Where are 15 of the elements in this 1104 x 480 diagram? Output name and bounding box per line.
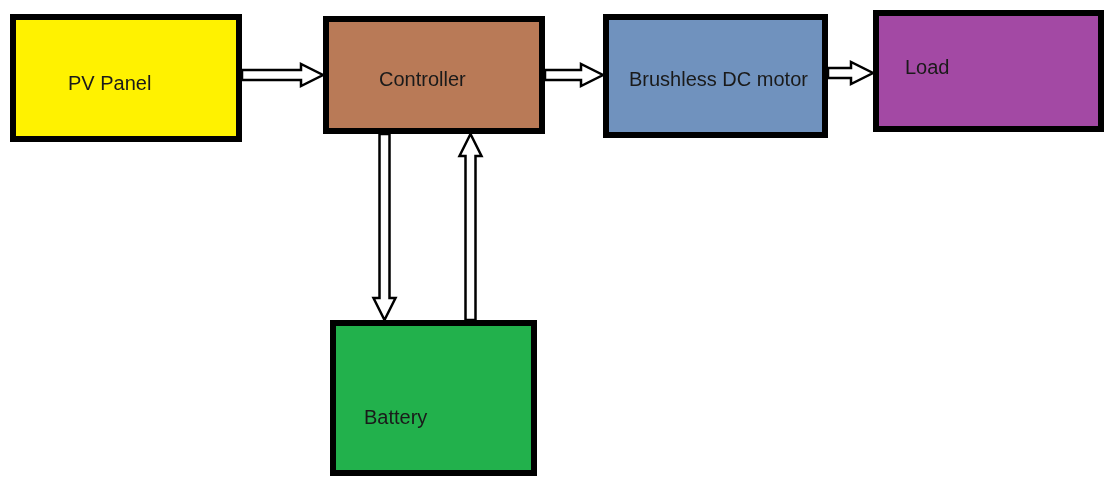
block-box xyxy=(603,14,828,138)
block-label: Load xyxy=(905,56,950,79)
block-box xyxy=(10,14,242,142)
block-box xyxy=(330,320,537,476)
hollow-arrow xyxy=(543,61,606,89)
block-box xyxy=(873,10,1104,132)
block-label: PV Panel xyxy=(68,72,152,95)
hollow-arrow xyxy=(240,61,326,89)
hollow-arrow xyxy=(457,131,484,322)
block-box xyxy=(323,16,545,134)
block-label: Brushless DC motor xyxy=(629,68,808,91)
block-label: Battery xyxy=(364,406,428,429)
block-label: Controller xyxy=(379,68,466,91)
hollow-arrow xyxy=(826,59,876,87)
hollow-arrow xyxy=(371,132,398,323)
